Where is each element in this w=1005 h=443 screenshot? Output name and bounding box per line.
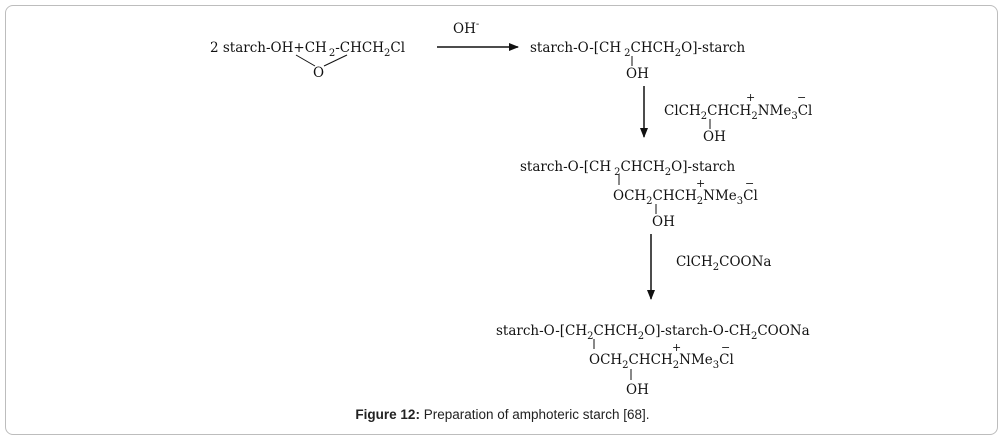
figure-caption: Figure 12: Preparation of amphoteric sta… — [0, 407, 1005, 422]
minus-charge-3: − — [721, 341, 730, 354]
caption-text: Preparation of amphoteric starch [68]. — [419, 407, 650, 422]
product-amphoteric-starch-line1: starch-O-[CH2CHCH2O]-starch-O-CH2COONa — [496, 323, 810, 342]
product-amphoteric-starch-line2: OCH2CHCH2NMe3Cl — [589, 352, 734, 371]
product-cationic-starch-line2: OCH2CHCH2NMe3Cl — [613, 188, 758, 207]
plus-charge-2: + — [696, 177, 705, 190]
plus-charge-3: + — [672, 341, 681, 354]
reagent-hydroxyl: OH — [703, 129, 726, 145]
figure-frame — [5, 5, 998, 435]
product1-hydroxyl: OH — [626, 66, 649, 82]
minus-charge-1: − — [797, 91, 806, 104]
caption-label: Figure 12: — [355, 407, 420, 422]
reagent-sodium-chloroacetate: ClCH2COONa — [676, 254, 771, 273]
minus-charge-2: − — [745, 177, 754, 190]
epoxide-bond-left — [295, 54, 316, 67]
reagent-quaternary-ammonium: ClCH2CHCH2NMe3Cl — [664, 103, 812, 122]
catalyst-label: OH- — [453, 19, 479, 37]
product2-hydroxyl: OH — [652, 214, 675, 230]
product3-hydroxyl: OH — [626, 382, 649, 398]
plus-charge-1: + — [746, 91, 755, 104]
epoxide-oxygen: O — [313, 65, 324, 81]
epoxide-bond-right — [323, 54, 348, 67]
